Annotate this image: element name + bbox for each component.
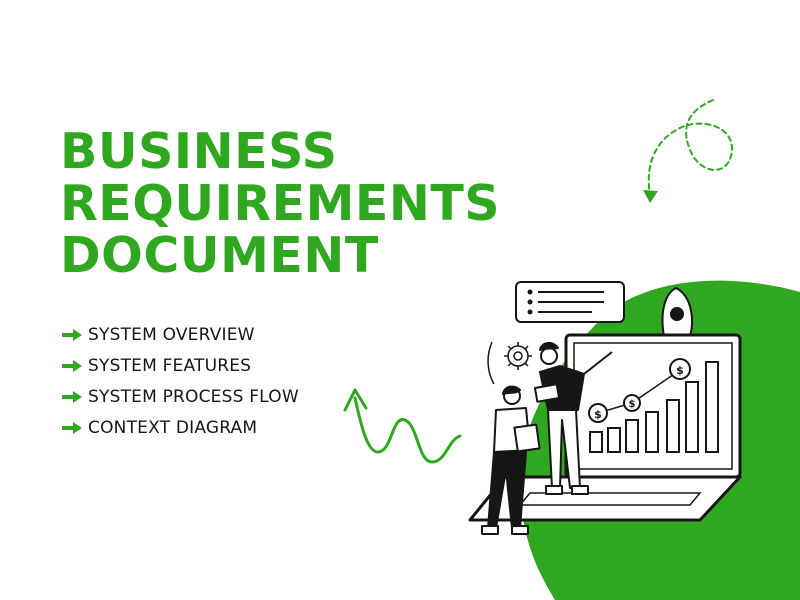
feature-label: SYSTEM FEATURES [88, 355, 252, 376]
laptop: $ $ $ [468, 333, 742, 522]
squiggle-arrow-icon [353, 396, 462, 464]
dashed-arrow-head [643, 190, 658, 203]
coin-icon: $ [669, 358, 691, 380]
feature-item: SYSTEM OVERVIEW [60, 319, 299, 350]
arrow-right-icon [62, 328, 82, 341]
gear-icon [504, 342, 532, 370]
feature-label: SYSTEM OVERVIEW [88, 324, 255, 345]
arrow-right-icon [62, 359, 82, 372]
svg-text:$: $ [594, 408, 602, 421]
svg-text:$: $ [629, 399, 636, 410]
arrow-right-icon [62, 421, 82, 434]
arrow-right-icon [62, 390, 82, 403]
dashed-loop-arrow-icon [647, 99, 734, 196]
woman-figure [533, 342, 613, 495]
feature-list: SYSTEM OVERVIEW SYSTEM FEATURES SYSTEM P… [60, 319, 299, 443]
coin-icon: $ [588, 403, 608, 423]
feature-item: SYSTEM FEATURES [60, 350, 299, 381]
title-line-1: BUSINESS [60, 123, 338, 180]
document-title: BUSINESS REQUIREMENTS DOCUMENT [60, 126, 500, 282]
feature-item: SYSTEM PROCESS FLOW [60, 381, 299, 412]
feature-item: CONTEXT DIAGRAM [60, 412, 299, 443]
squiggle-arrow-head [343, 388, 368, 412]
feature-label: SYSTEM PROCESS FLOW [88, 386, 299, 407]
decorative-arc [487, 341, 495, 385]
bar-graph [589, 361, 719, 453]
message-card [515, 281, 625, 323]
title-line-2: REQUIREMENTS [60, 175, 501, 232]
man-figure [481, 385, 541, 535]
feature-label: CONTEXT DIAGRAM [88, 417, 258, 438]
title-line-3: DOCUMENT [60, 227, 379, 284]
svg-text:$: $ [676, 364, 684, 377]
coin-icon: $ [623, 394, 641, 412]
trackpad [518, 492, 702, 506]
